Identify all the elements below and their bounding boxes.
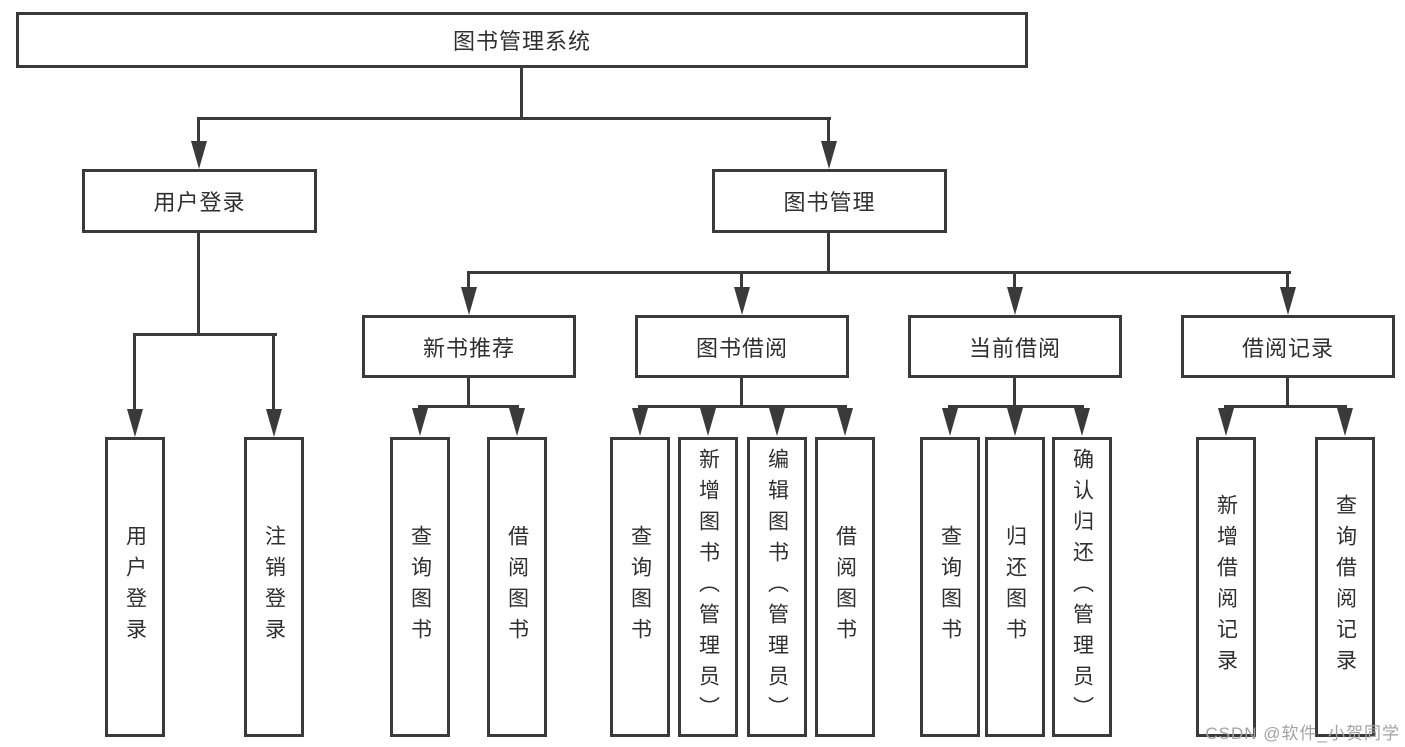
arrowhead-down-icon [837,408,853,436]
connector-level3-rail [467,271,1291,274]
leaf-add-book-label: 新增图书（管理员） [696,447,720,727]
arrowhead-down-icon [632,408,648,436]
node-root: 图书管理系统 [16,12,1028,68]
leaf-logout-label: 注销登录 [262,525,286,649]
leaf-query-books-2: 查询图书 [610,437,670,737]
arrowhead-down-icon [412,408,428,436]
leaf-add-record: 新增借阅记录 [1196,437,1256,737]
leaf-borrow-books-1: 借阅图书 [487,437,547,737]
node-borrow-records: 借阅记录 [1181,315,1395,378]
leaf-add-record-label: 新增借阅记录 [1214,494,1238,680]
arrowhead-down-icon [1074,408,1090,436]
connector-book-mgmt-stem [827,233,830,274]
arrowhead-down-icon [734,287,750,315]
leaf-query-record-label: 查询借阅记录 [1333,494,1357,680]
leaf-query-books-1-label: 查询图书 [408,525,432,649]
node-user-login-label: 用户登录 [153,190,246,215]
arrowhead-down-icon [461,287,477,315]
connector-stub-leaf-user-login [133,333,136,411]
leaf-confirm-return-label: 确认归还（管理员） [1070,447,1094,727]
leaf-confirm-return: 确认归还（管理员） [1052,437,1112,737]
connector-level2-rail [197,117,831,120]
connector-stub-leaf-logout [272,333,275,411]
arrowhead-down-icon [1337,408,1353,436]
leaf-logout: 注销登录 [244,437,304,737]
leaf-return-book-label: 归还图书 [1003,525,1027,649]
csdn-watermark: CSDN @软件_小贺同学 [1205,724,1400,743]
connector-root-stem [520,66,523,119]
leaf-user-login-label: 用户登录 [123,525,147,649]
connector-stub-book-mgmt [827,117,830,143]
arrowhead-down-icon [1007,287,1023,315]
node-book-borrow: 图书借阅 [635,315,849,378]
connector-stub-book-borrow [740,271,743,289]
connector-new-books-stem [467,377,470,408]
leaf-query-books-3-label: 查询图书 [938,525,962,649]
connector-user-login-rail [133,333,277,336]
arrowhead-down-icon [821,141,837,169]
node-book-mgmt-label: 图书管理 [783,190,876,215]
leaf-query-record: 查询借阅记录 [1315,437,1375,737]
node-borrow-records-label: 借阅记录 [1241,335,1334,361]
arrowhead-down-icon [1280,287,1296,315]
connector-current-borrow-stem [1013,377,1016,408]
arrowhead-down-icon [191,141,207,169]
connector-stub-current-borrow [1013,271,1016,289]
node-root-label: 图书管理系统 [452,29,591,54]
node-book-mgmt: 图书管理 [712,169,947,233]
arrowhead-down-icon [266,409,282,437]
leaf-edit-book: 编辑图书（管理员） [747,437,807,737]
connector-book-borrow-stem [740,377,743,408]
connector-user-login-stem [197,233,200,336]
leaf-add-book: 新增图书（管理员） [678,437,738,737]
arrowhead-down-icon [942,408,958,436]
node-current-borrow: 当前借阅 [908,315,1122,378]
connector-stub-user-login [197,117,200,143]
leaf-edit-book-label: 编辑图书（管理员） [765,447,789,727]
leaf-borrow-books-2-label: 借阅图书 [833,525,857,649]
leaf-query-books-1: 查询图书 [390,437,450,737]
arrowhead-down-icon [700,408,716,436]
connector-stub-borrow-records [1286,271,1289,289]
leaf-query-books-3: 查询图书 [920,437,980,737]
connector-current-borrow-rail [948,405,1084,408]
connector-book-borrow-rail [638,405,847,408]
leaf-user-login: 用户登录 [105,437,165,737]
arrowhead-down-icon [127,409,143,437]
leaf-return-book: 归还图书 [985,437,1045,737]
node-new-books-label: 新书推荐 [422,335,515,361]
node-book-borrow-label: 图书借阅 [695,335,788,361]
connector-borrow-records-stem [1286,377,1289,408]
leaf-borrow-books-2: 借阅图书 [815,437,875,737]
leaf-borrow-books-1-label: 借阅图书 [505,525,529,649]
leaf-query-books-2-label: 查询图书 [628,525,652,649]
node-new-books: 新书推荐 [362,315,576,378]
arrowhead-down-icon [769,408,785,436]
node-current-borrow-label: 当前借阅 [968,335,1061,361]
connector-new-books-rail [418,405,519,408]
arrowhead-down-icon [509,408,525,436]
connector-stub-new-books [467,271,470,289]
node-user-login: 用户登录 [82,169,317,233]
arrowhead-down-icon [1218,408,1234,436]
arrowhead-down-icon [1007,408,1023,436]
connector-borrow-records-rail [1224,405,1347,408]
